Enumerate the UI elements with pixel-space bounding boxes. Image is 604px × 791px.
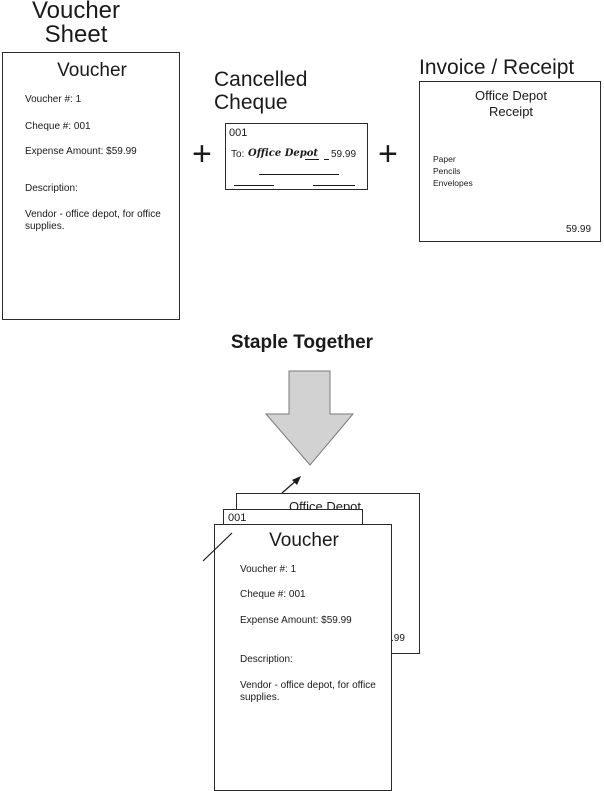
staple-label: Staple Together [230, 332, 374, 353]
stack-description-label: Description: [240, 654, 293, 665]
voucher-number: Voucher #: 1 [25, 94, 82, 105]
amount-underline [324, 159, 329, 160]
cheque-card-number: 001 [229, 127, 248, 139]
memo-line-left [234, 185, 274, 186]
cheque-heading-line2: Cheque [214, 91, 288, 114]
voucher-sheet-heading-line1: Voucher [31, 0, 121, 24]
receipt-item-2: Pencils [433, 166, 461, 176]
cheque-card: 001 To: Office Depot 59.99 [225, 123, 368, 190]
cheque-amount: 59.99 [331, 149, 357, 160]
description-label: Description: [25, 183, 78, 194]
voucher-sheet-card: Voucher Voucher #: 1 Cheque #: 001 Expen… [2, 52, 180, 320]
cheque-number: Cheque #: 001 [25, 121, 91, 132]
description-text: Vendor - office depot, for office suppli… [25, 209, 161, 232]
stack-voucher-title: Voucher [269, 530, 339, 551]
expense-amount: Expense Amount: $59.99 [25, 146, 137, 157]
memo-line [259, 174, 339, 175]
cheque-to-label: To: [231, 149, 245, 160]
receipt-type: Receipt [488, 104, 534, 119]
stack-description-text: Vendor - office depot, for office suppli… [240, 680, 376, 703]
cheque-heading-line1: Cancelled [214, 68, 308, 91]
payee-underline [305, 159, 319, 160]
arrowhead-icon [292, 476, 301, 485]
staple-corner-line [202, 532, 233, 562]
voucher-sheet-heading: Voucher Sheet [20, 0, 132, 47]
stack-voucher-number: Voucher #: 1 [240, 564, 297, 575]
voucher-sheet-heading-line2: Sheet [44, 21, 108, 48]
voucher-card-title: Voucher [57, 60, 127, 81]
stack-cheque-peek: 001 [228, 512, 247, 524]
plus-sign-1: + [192, 135, 212, 173]
signature-line [313, 185, 355, 186]
stack-voucher-card: Voucher Voucher #: 1 Cheque #: 001 Expen… [214, 524, 392, 791]
receipt-card: Office Depot Receipt Paper Pencils Envel… [419, 81, 601, 242]
stack-expense-amount: Expense Amount: $59.99 [240, 615, 352, 626]
cheque-payee: Office Depot [248, 148, 319, 159]
receipt-total: 59.99 [566, 224, 592, 235]
receipt-vendor: Office Depot [474, 88, 548, 103]
cheque-heading: Cancelled Cheque [214, 68, 334, 114]
receipt-item-3: Envelopes [433, 178, 473, 188]
receipt-item-1: Paper [433, 154, 456, 164]
plus-sign-2: + [378, 135, 398, 173]
stack-cheque-number: Cheque #: 001 [240, 589, 306, 600]
stack-amount-peek: .99 [391, 633, 405, 644]
receipt-heading: Invoice / Receipt [419, 56, 575, 79]
